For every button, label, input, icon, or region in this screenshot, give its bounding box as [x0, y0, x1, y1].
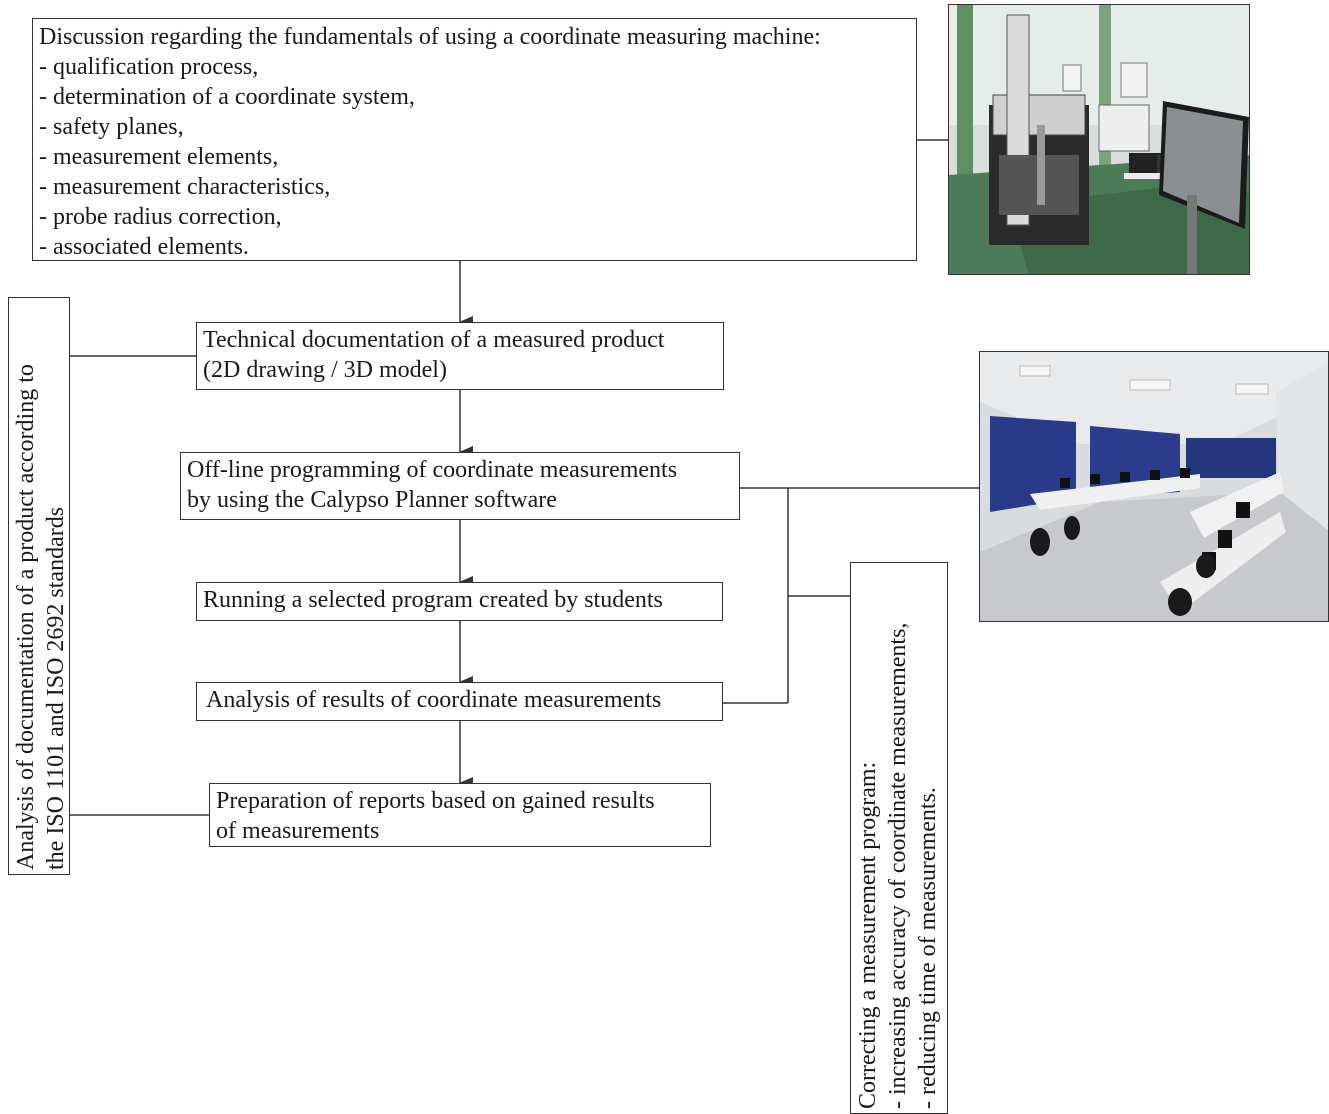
- step-offline-programming: Off-line programming of coordinate measu…: [180, 452, 740, 520]
- correcting-side-line: Correcting a measurement program:: [855, 761, 881, 1109]
- discussion-line: - associated elements.: [39, 234, 249, 260]
- analysis-side-line: the ISO 1101 and ISO 2692 standards: [43, 506, 69, 870]
- correcting-side-line: - reducing time of measurements.: [915, 787, 941, 1109]
- step-line: by using the Calypso Planner software: [187, 487, 557, 513]
- discussion-line: - measurement elements,: [39, 144, 279, 170]
- discussion-line: - determination of a coordinate system,: [39, 84, 415, 110]
- step-technical-documentation: Technical documentation of a measured pr…: [196, 322, 724, 390]
- analysis-side-box: Analysis of documentation of a product a…: [8, 297, 70, 875]
- step-line: Technical documentation of a measured pr…: [203, 327, 665, 353]
- discussion-box: Discussion regarding the fundamentals of…: [32, 18, 917, 261]
- step-line: Analysis of results of coordinate measur…: [206, 687, 662, 713]
- step-line: of measurements: [216, 818, 380, 844]
- discussion-line: - safety planes,: [39, 114, 184, 140]
- step-line: Preparation of reports based on gained r…: [216, 788, 655, 814]
- step-analysis-results: Analysis of results of coordinate measur…: [196, 682, 723, 721]
- step-line: Off-line programming of coordinate measu…: [187, 457, 678, 483]
- step-line: (2D drawing / 3D model): [203, 357, 447, 383]
- step-line: Running a selected program created by st…: [203, 587, 663, 613]
- step-preparation-reports: Preparation of reports based on gained r…: [209, 783, 711, 847]
- discussion-line: - measurement characteristics,: [39, 174, 331, 200]
- correcting-side-box: Correcting a measurement program: - incr…: [850, 562, 948, 1114]
- discussion-line: - probe radius correction,: [39, 204, 282, 230]
- step-running-program: Running a selected program created by st…: [196, 582, 723, 621]
- discussion-line: - qualification process,: [39, 54, 259, 80]
- computer-lab-photo: [979, 351, 1329, 622]
- analysis-side-line: Analysis of documentation of a product a…: [13, 364, 39, 870]
- cmm-lab-photo: [948, 4, 1250, 275]
- correcting-side-line: - increasing accuracy of coordinate meas…: [885, 622, 911, 1109]
- discussion-line: Discussion regarding the fundamentals of…: [39, 24, 821, 50]
